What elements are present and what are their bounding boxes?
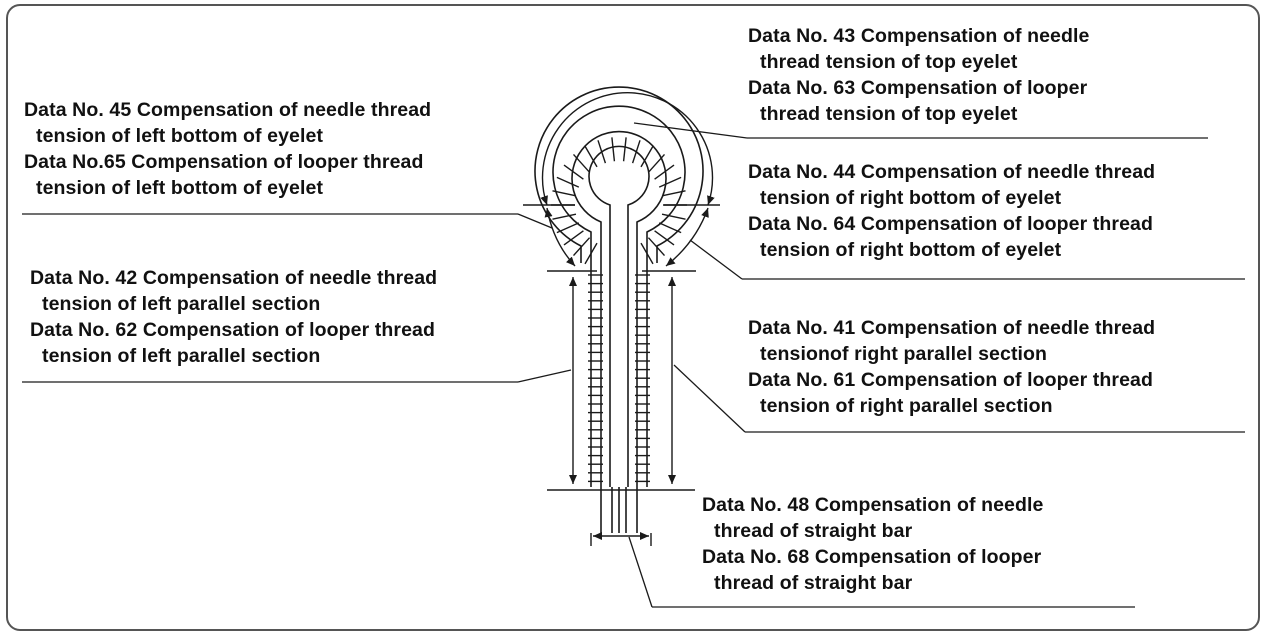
- stitch-tick: [572, 153, 591, 173]
- stitch-tick: [631, 140, 641, 164]
- callout-line: tension of left bottom of eyelet: [36, 177, 324, 199]
- callout-line: thread of straight bar: [714, 520, 913, 542]
- buttonhole-outline: [534, 86, 704, 533]
- leader-lines: [22, 122, 1245, 608]
- callout-top-eyelet: Data No. 43 Compensation of needle threa…: [748, 23, 1089, 127]
- stitch-tick: [552, 190, 577, 197]
- stitch-tick: [584, 145, 598, 168]
- leader-right-parallel: [673, 364, 746, 433]
- stitch-tick: [611, 137, 616, 162]
- top-eyelet-dimension-arc: [540, 92, 715, 206]
- callout-line: tension of right parallel section: [760, 395, 1053, 417]
- callout-line: Data No. 44 Compensation of needle threa…: [748, 161, 1156, 183]
- callout-line: Data No. 48 Compensation of needle: [702, 494, 1044, 516]
- callout-right-bottom-eyelet: Data No. 44 Compensation of needle threa…: [748, 159, 1155, 263]
- callout-line: Data No. 62 Compensation of looper threa…: [30, 319, 435, 341]
- callout-line: Data No. 43 Compensation of needle: [748, 25, 1090, 47]
- callout-line: Data No.65 Compensation of looper thread: [24, 151, 424, 173]
- callout-straight-bar: Data No. 48 Compensation of needle threa…: [702, 492, 1043, 596]
- callout-line: Data No. 63 Compensation of looper: [748, 77, 1088, 99]
- stitch-tick: [661, 190, 686, 197]
- stitch-tick: [556, 222, 580, 234]
- stitch-band-inner: [571, 130, 667, 263]
- stitch-tick: [584, 242, 598, 265]
- callout-line: thread of straight bar: [714, 572, 913, 594]
- stitch-tick: [556, 176, 580, 188]
- right-bottom-eyelet-dimension: [665, 207, 709, 267]
- callout-right-parallel-section: Data No. 41 Compensation of needle threa…: [748, 315, 1155, 419]
- eyelet-inner-hole: [588, 145, 650, 263]
- stitch-tick: [563, 164, 584, 180]
- stitch-tick: [647, 237, 666, 257]
- stitch-tick: [654, 164, 675, 180]
- callout-line: tension of left parallel section: [42, 293, 321, 315]
- callout-line: thread tension of top eyelet: [760, 103, 1018, 125]
- callout-line: tension of left parallel section: [42, 345, 321, 367]
- leader-top-eyelet: [633, 122, 748, 139]
- callout-line: tensionof right parallel section: [760, 343, 1048, 365]
- stitch-tick: [647, 153, 666, 173]
- callout-line: thread tension of top eyelet: [760, 51, 1018, 73]
- callout-line: tension of right bottom of eyelet: [760, 239, 1062, 261]
- callout-line: Data No. 45 Compensation of needle threa…: [24, 99, 432, 121]
- leader-straight-bar: [628, 536, 653, 608]
- stitch-tick: [572, 237, 591, 257]
- callout-left-bottom-eyelet: Data No. 45 Compensation of needle threa…: [24, 97, 431, 201]
- callout-line: tension of right bottom of eyelet: [760, 187, 1062, 209]
- callout-line: Data No. 41 Compensation of needle threa…: [748, 317, 1156, 339]
- left-bottom-eyelet-dimension: [544, 207, 576, 267]
- callout-line: Data No. 42 Compensation of needle threa…: [30, 267, 438, 289]
- stitch-tick: [658, 222, 682, 234]
- stitch-tick: [622, 137, 627, 162]
- callout-line: Data No. 68 Compensation of looper: [702, 546, 1042, 568]
- callout-line: Data No. 61 Compensation of looper threa…: [748, 369, 1153, 391]
- stitch-ticks: [551, 137, 687, 483]
- callout-line: Data No. 64 Compensation of looper threa…: [748, 213, 1153, 235]
- stitch-band-outer: [534, 86, 704, 263]
- leader-right-bottom: [689, 239, 743, 280]
- callout-line: tension of left bottom of eyelet: [36, 125, 324, 147]
- leader-left-bottom: [517, 213, 553, 229]
- dimension-lines: [523, 92, 720, 546]
- stitch-tick: [597, 140, 607, 164]
- stitch-tick: [640, 242, 654, 265]
- leader-left-parallel: [517, 369, 572, 383]
- stitch-tick: [640, 145, 654, 168]
- callout-left-parallel-section: Data No. 42 Compensation of needle threa…: [30, 265, 437, 369]
- stitch-tick: [658, 176, 682, 188]
